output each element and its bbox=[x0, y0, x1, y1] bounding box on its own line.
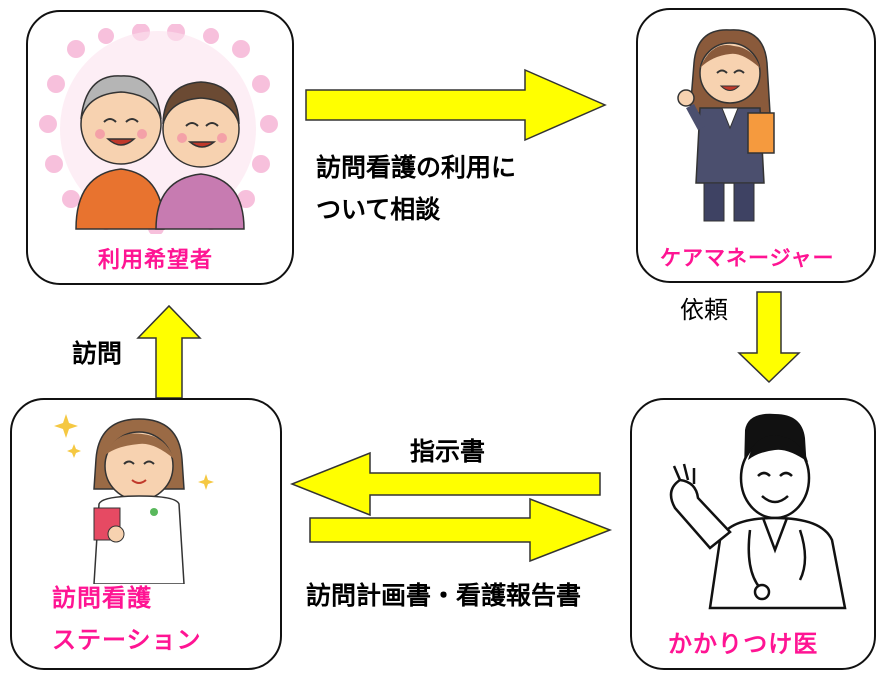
arrow-instruction bbox=[289, 451, 601, 517]
node-care-manager-label: ケアマネージャー bbox=[660, 246, 835, 270]
node-station-label-line1: 訪問看護 bbox=[52, 584, 152, 612]
arrow-request bbox=[737, 291, 801, 384]
edge-visit-label: 訪問 bbox=[72, 339, 123, 368]
edge-request-label: 依頼 bbox=[680, 296, 728, 324]
elderly-couple-illustration bbox=[39, 24, 278, 234]
edge-consult-line2: ついて相談 bbox=[316, 195, 441, 224]
care-manager-illustration bbox=[677, 29, 775, 222]
node-doctor-label: かかりつけ医 bbox=[668, 630, 819, 658]
node-station-label-line2: ステーション bbox=[52, 626, 202, 654]
arrow-visit bbox=[136, 304, 202, 399]
arrow-report bbox=[309, 497, 613, 563]
sparkle-icon bbox=[54, 414, 214, 490]
nurse-illustration bbox=[54, 414, 214, 584]
arrow-consult bbox=[305, 68, 607, 142]
edge-consult-line1: 訪問看護の利用に bbox=[316, 153, 517, 182]
edge-report-label: 訪問計画書・看護報告書 bbox=[306, 581, 582, 610]
node-user-label: 利用希望者 bbox=[98, 248, 214, 273]
edge-instruction-label: 指示書 bbox=[410, 437, 486, 466]
doctor-illustration bbox=[669, 413, 847, 610]
